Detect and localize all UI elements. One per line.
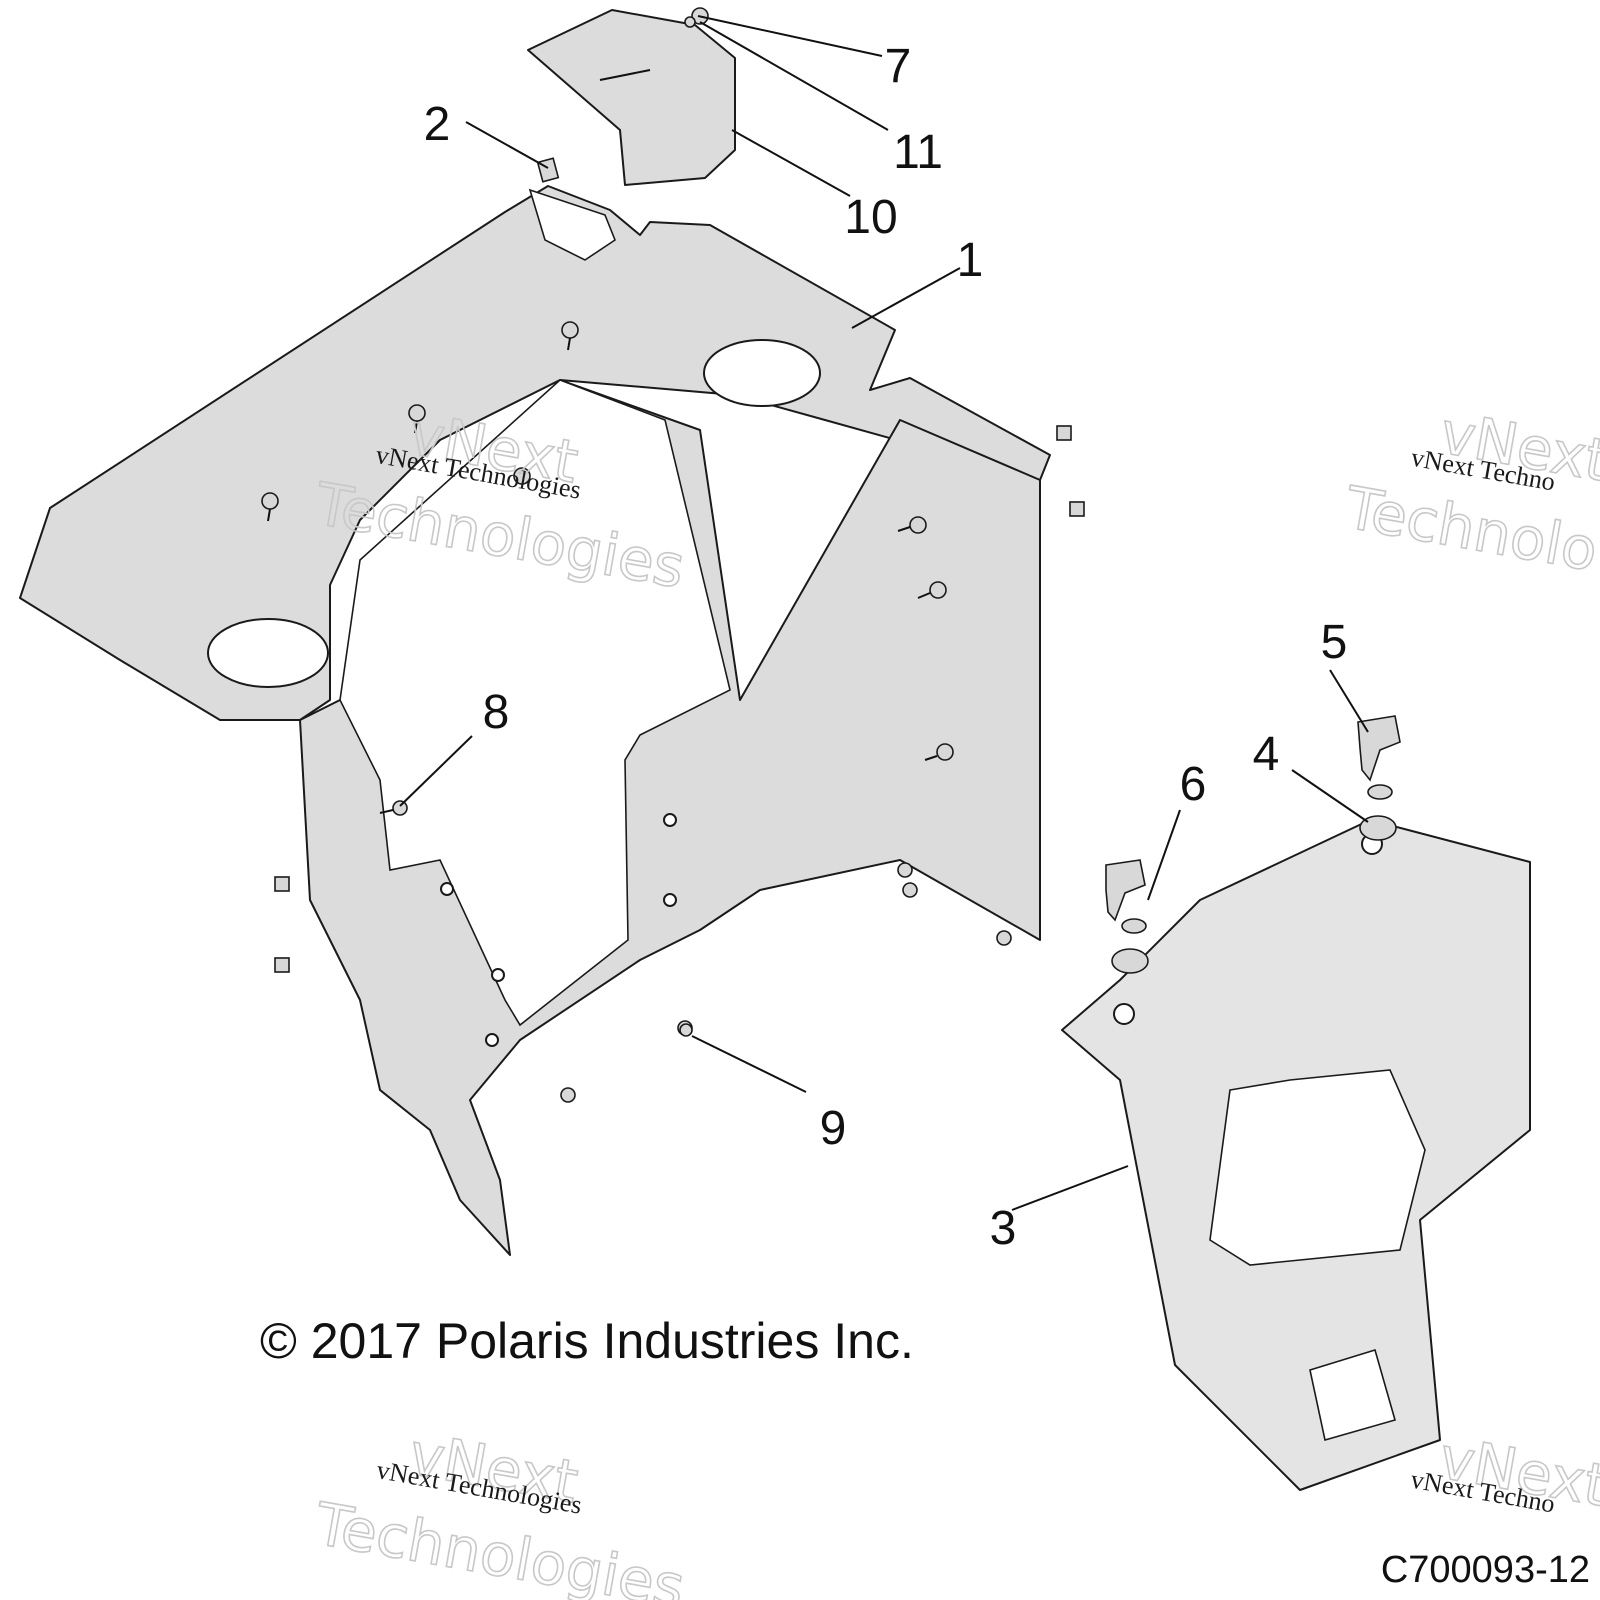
callout-4: 4	[1253, 728, 1280, 781]
callout-6: 6	[1180, 758, 1207, 811]
callout-1: 1	[957, 234, 984, 287]
svg-text:Technologies: Technologies	[310, 1490, 690, 1600]
part-3-side-panel	[1061, 819, 1531, 1491]
leader-2	[465, 121, 549, 169]
callout-10: 10	[844, 191, 897, 244]
leader-11	[699, 21, 889, 131]
right-round-cutout	[703, 339, 821, 407]
leader-9	[691, 1035, 807, 1093]
part-8-screw	[379, 800, 408, 816]
part-2-clip	[536, 157, 560, 183]
part-9-screw	[679, 1023, 693, 1037]
callout-7: 7	[885, 40, 912, 93]
watermark-bottom: vNext Technologies vNext Technologies	[309, 1419, 690, 1600]
part-10-upper-cover	[527, 9, 736, 186]
callout-3: 3	[990, 1202, 1017, 1255]
leader-8	[399, 735, 473, 807]
leader-10	[731, 129, 851, 197]
copyright-notice: © 2017 Polaris Industries Inc.	[260, 1313, 914, 1369]
leader-3	[1011, 1165, 1129, 1211]
callout-9: 9	[820, 1102, 847, 1155]
part-5-quick-release-clip	[1357, 715, 1401, 782]
left-round-cutout	[207, 618, 329, 688]
leader-4	[1291, 769, 1369, 823]
callout-8: 8	[483, 686, 510, 739]
callout-11: 11	[893, 126, 943, 179]
leader-6	[1147, 809, 1181, 901]
leader-7	[697, 15, 883, 57]
drawing-number: C700093-12	[1381, 1549, 1590, 1591]
callout-2: 2	[424, 98, 451, 151]
leader-1	[851, 267, 961, 329]
watermark-right-top: vNext Technolo vNext Techno	[1339, 398, 1600, 585]
svg-text:Technolo: Technolo	[1340, 473, 1600, 584]
callout-5: 5	[1321, 616, 1348, 669]
part-1-rear-panel	[19, 185, 1085, 1256]
part-6-quick-release-clip	[1105, 859, 1149, 974]
leader-5	[1329, 669, 1369, 733]
part-4-grommet	[1359, 784, 1397, 841]
